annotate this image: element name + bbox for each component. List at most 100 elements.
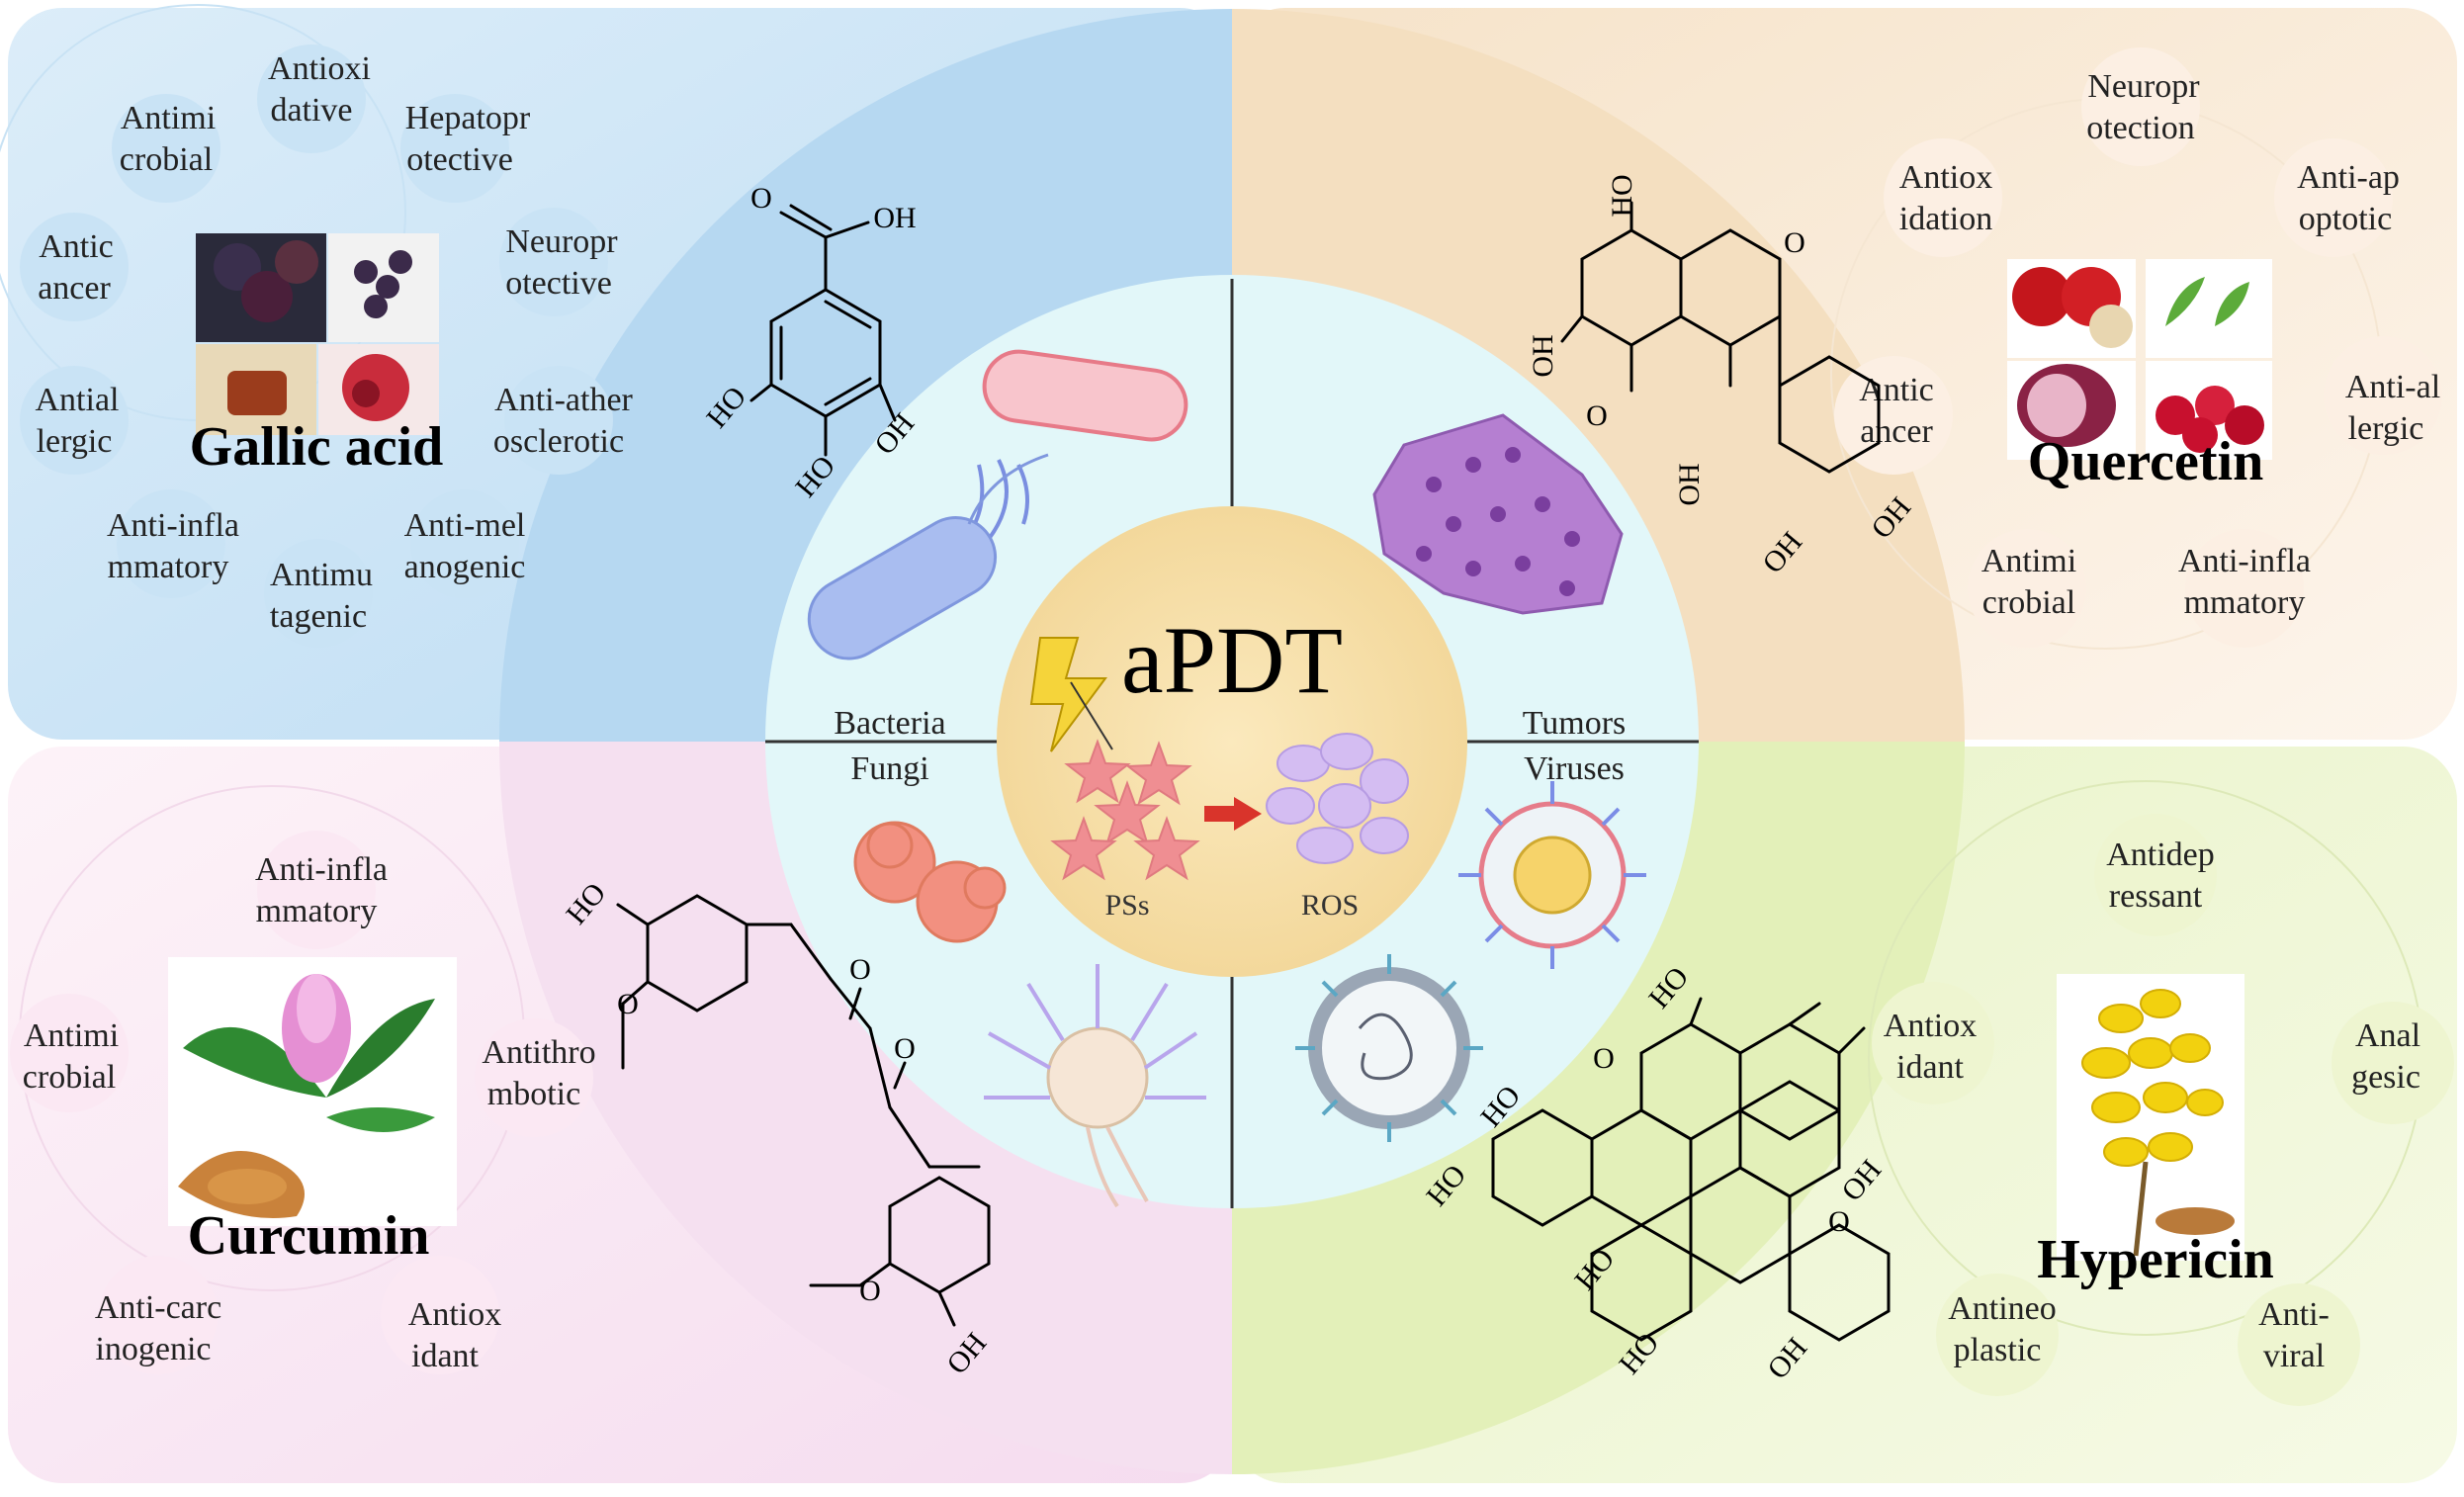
label-fungi: Fungi [850, 750, 928, 787]
curcumin-plant-photo [168, 957, 457, 1226]
fungus-icon [853, 821, 1007, 943]
gallic-acid-name: Gallic acid [190, 416, 444, 478]
svg-text:Antimi: Antimi [24, 1017, 119, 1054]
svg-text:O: O [750, 182, 772, 215]
svg-text:crobial: crobial [23, 1059, 116, 1096]
gallic-acid-food-photos [196, 233, 439, 435]
svg-text:idation: idation [1899, 201, 1992, 237]
lightning-line [1070, 681, 1113, 750]
ros-label: ROS [1301, 889, 1359, 922]
svg-text:Antidep: Antidep [2106, 837, 2215, 873]
svg-text:Anti-: Anti- [2258, 1296, 2330, 1333]
svg-text:mmatory: mmatory [108, 549, 229, 585]
svg-text:Anti-mel: Anti-mel [404, 507, 526, 544]
svg-text:Anti-ather: Anti-ather [494, 382, 633, 418]
svg-text:lergic: lergic [2348, 410, 2424, 447]
svg-text:Anti-al: Anti-al [2345, 369, 2440, 405]
curcumin-properties: Anti-infla mmatory Antithro mbotic Antio… [23, 851, 596, 1374]
svg-text:ressant: ressant [2109, 878, 2203, 915]
gallic-acid-property-wheel [0, 4, 613, 648]
svg-text:Antineo: Antineo [1948, 1290, 2057, 1327]
svg-text:Antithro: Antithro [482, 1034, 595, 1071]
svg-text:HO: HO [1606, 174, 1638, 217]
svg-text:idant: idant [1896, 1049, 1965, 1086]
svg-text:Hepatopr: Hepatopr [405, 100, 531, 136]
svg-text:O: O [617, 988, 639, 1020]
hypericin-plant-photo [2057, 974, 2244, 1261]
fungal-spore-icon [984, 964, 1206, 1208]
label-viruses: Viruses [1524, 750, 1625, 787]
svg-text:O: O [894, 1032, 916, 1065]
svg-text:Anti-carc: Anti-carc [95, 1289, 221, 1326]
svg-text:Antimi: Antimi [1981, 543, 2076, 579]
quercetin-properties: Neuropr otection Anti-ap optotic Anti-al… [1859, 68, 2440, 621]
bacterium-flagellate-icon [807, 453, 1049, 660]
svg-text:otective: otective [505, 265, 612, 302]
curcumin-property-wheel [10, 785, 593, 1374]
svg-text:optotic: optotic [2299, 201, 2392, 237]
svg-text:Anti-infla: Anti-infla [255, 851, 388, 888]
svg-text:Antic: Antic [39, 228, 114, 265]
svg-text:Antiox: Antiox [1884, 1008, 1977, 1044]
label-tumors: Tumors [1523, 705, 1627, 742]
svg-text:Anti-infla: Anti-infla [2178, 543, 2311, 579]
lightning-icon [1029, 637, 1107, 752]
svg-text:tagenic: tagenic [270, 598, 367, 635]
tumor-cells-icon [1372, 413, 1624, 615]
center-title: aPDT [1121, 607, 1343, 713]
svg-text:Antic: Antic [1859, 372, 1934, 408]
svg-text:OH: OH [1673, 463, 1706, 505]
svg-text:mbotic: mbotic [487, 1076, 580, 1112]
svg-text:osclerotic: osclerotic [493, 423, 624, 460]
svg-text:mmatory: mmatory [256, 893, 378, 929]
svg-text:dative: dative [270, 92, 352, 129]
quercetin-name: Quercetin [2028, 431, 2263, 492]
hypericin-property-wheel [1868, 780, 2454, 1406]
arrow-icon [1204, 797, 1262, 831]
svg-text:O: O [1784, 226, 1805, 259]
virus-round-icon [1295, 954, 1483, 1142]
svg-text:anogenic: anogenic [404, 549, 526, 585]
svg-text:mmatory: mmatory [2184, 584, 2306, 621]
ros-molecules [1266, 733, 1409, 864]
svg-text:Antioxi: Antioxi [268, 50, 371, 87]
svg-text:Antimi: Antimi [121, 100, 216, 136]
quercetin-food-photos [2007, 259, 2272, 460]
svg-text:otective: otective [406, 141, 513, 178]
center-disc [997, 506, 1467, 977]
ps-stars [1050, 739, 1200, 881]
label-bacteria: Bacteria [834, 705, 945, 742]
svg-text:OH: OH [873, 202, 916, 234]
svg-text:ancer: ancer [38, 270, 111, 307]
svg-text:O: O [1828, 1205, 1850, 1238]
svg-text:crobial: crobial [120, 141, 213, 178]
svg-text:O: O [849, 953, 871, 986]
svg-text:idant: idant [411, 1338, 480, 1374]
svg-text:O: O [1593, 1042, 1615, 1075]
svg-text:crobial: crobial [1982, 584, 2075, 621]
svg-text:OH: OH [1527, 334, 1559, 377]
hypericin-properties: Antidep ressant Anal gesic Anti- viral A… [1884, 837, 2420, 1374]
svg-text:plastic: plastic [1954, 1332, 2042, 1368]
svg-text:otection: otection [2086, 110, 2195, 146]
svg-text:Neuropr: Neuropr [505, 223, 618, 260]
svg-text:Antiox: Antiox [408, 1296, 501, 1333]
svg-text:O: O [1586, 399, 1608, 432]
svg-text:viral: viral [2263, 1338, 2325, 1374]
svg-text:gesic: gesic [2351, 1059, 2420, 1096]
svg-text:Anti-ap: Anti-ap [2297, 159, 2400, 196]
svg-text:Anal: Anal [2355, 1017, 2420, 1054]
ps-label: PSs [1104, 889, 1149, 922]
svg-text:Antimu: Antimu [270, 557, 373, 593]
hypericin-name: Hypericin [2037, 1229, 2274, 1290]
curcumin-name: Curcumin [188, 1205, 430, 1267]
svg-text:Neuropr: Neuropr [2087, 68, 2200, 105]
svg-text:Antial: Antial [36, 382, 120, 418]
virus-spiky-icon [1458, 781, 1646, 969]
svg-text:ancer: ancer [1860, 413, 1933, 450]
svg-text:lergic: lergic [37, 423, 113, 460]
svg-text:Anti-infla: Anti-infla [107, 507, 239, 544]
quercetin-property-wheel [1830, 47, 2442, 650]
svg-text:Antiox: Antiox [1899, 159, 1992, 196]
svg-text:O: O [859, 1275, 881, 1307]
